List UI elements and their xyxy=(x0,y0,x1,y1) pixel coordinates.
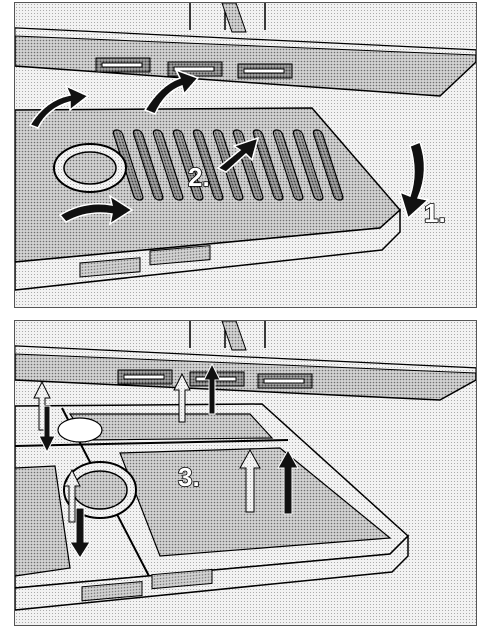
panel-step-1-2: 2. 1. xyxy=(0,0,481,313)
panel-step-3: 3. xyxy=(0,318,481,631)
panel-frame xyxy=(14,320,477,626)
panel-frame xyxy=(14,2,477,308)
